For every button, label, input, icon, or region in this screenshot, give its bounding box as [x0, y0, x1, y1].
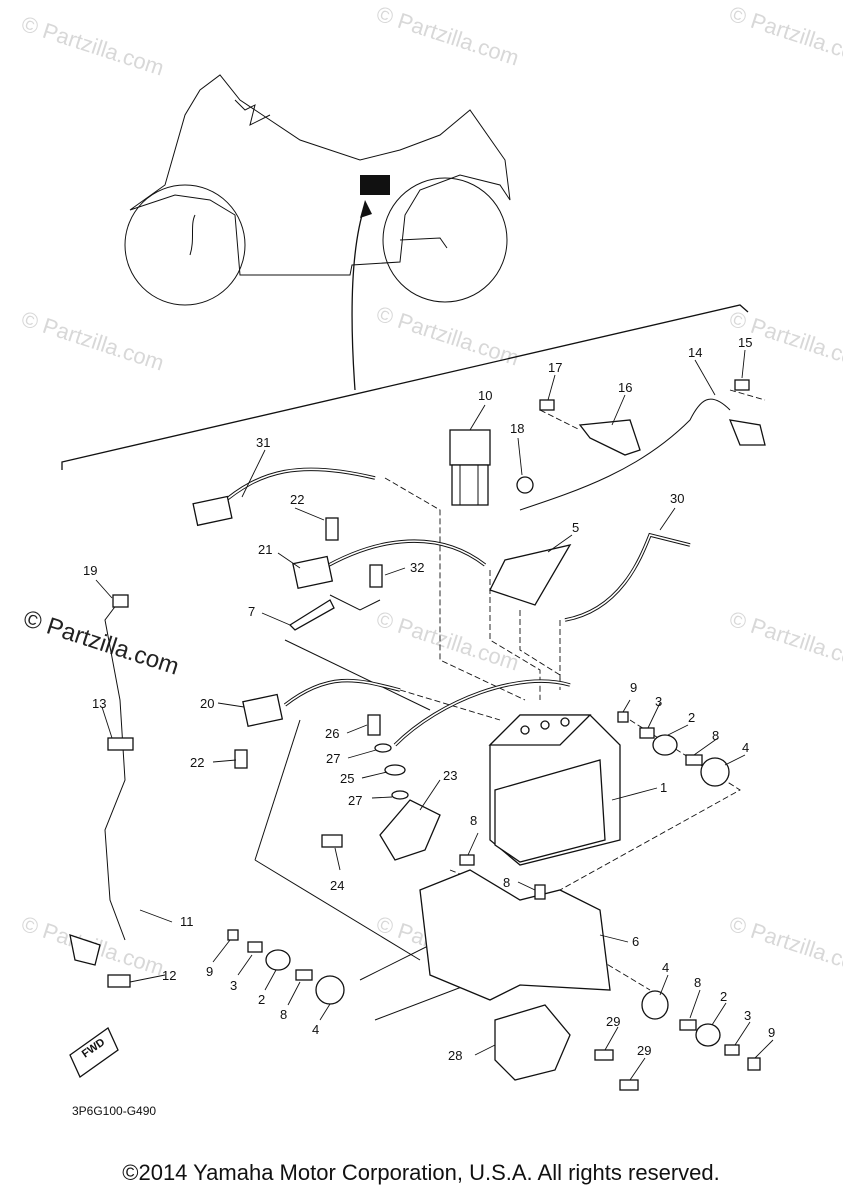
watermark-main: © Partzilla.com	[20, 605, 182, 681]
label-9-top: 9	[630, 680, 637, 695]
watermark: © Partzilla.com	[726, 606, 843, 676]
label-19: 19	[83, 563, 97, 578]
label-30: 30	[670, 491, 684, 506]
label-27-bottom: 27	[348, 793, 362, 808]
relay	[449, 429, 491, 506]
label-12: 12	[162, 968, 176, 983]
watermark: © Partzilla.com	[373, 1, 522, 71]
label-2-top: 2	[688, 710, 695, 725]
label-2-right: 2	[720, 989, 727, 1004]
label-13: 13	[92, 696, 106, 711]
hose-joint	[192, 495, 233, 527]
sensor-connector	[112, 594, 129, 608]
damper-set-right-lower	[641, 990, 761, 1071]
label-20: 20	[200, 696, 214, 711]
label-6: 6	[632, 934, 639, 949]
bolt	[367, 714, 381, 736]
label-8-top: 8	[712, 728, 719, 743]
label-29-bottom: 29	[637, 1043, 651, 1058]
label-3-top: 3	[655, 694, 662, 709]
label-16: 16	[618, 380, 632, 395]
label-7: 7	[248, 604, 255, 619]
watermark: © Partzilla.com	[726, 911, 843, 981]
abs-bracket	[419, 869, 611, 1001]
diagram-code: 3P6G100-G490	[72, 1104, 156, 1118]
watermark: © Partzilla.com	[726, 1, 843, 71]
parts: FWD	[69, 379, 766, 1091]
front-wheel-sensor	[69, 934, 101, 966]
label-5: 5	[572, 520, 579, 535]
bolt	[534, 884, 546, 900]
label-4-top: 4	[742, 740, 749, 755]
label-8-right: 8	[694, 975, 701, 990]
washer	[384, 764, 406, 776]
bolt	[594, 1049, 614, 1061]
label-4-left: 4	[312, 1022, 319, 1037]
brake-lines	[84, 398, 731, 946]
hose-clamp	[516, 476, 534, 494]
label-4-right: 4	[662, 960, 669, 975]
label-25: 25	[340, 771, 354, 786]
fwd-arrow-icon: FWD	[69, 1027, 119, 1078]
three-way-joint	[379, 799, 441, 861]
clamp	[107, 737, 134, 751]
label-3-left: 3	[230, 978, 237, 993]
label-18: 18	[510, 421, 524, 436]
label-9-left: 9	[206, 964, 213, 979]
bolt	[325, 517, 339, 541]
label-29-top: 29	[606, 1014, 620, 1029]
hose-joint	[242, 693, 284, 728]
stay	[288, 599, 335, 631]
bolt	[369, 564, 383, 588]
cover-plate	[489, 544, 572, 606]
label-8-mid: 8	[470, 813, 477, 828]
label-leaders	[95, 349, 774, 1081]
label-31: 31	[256, 435, 270, 450]
label-14: 14	[688, 345, 702, 360]
motorcycle-silhouette	[124, 74, 511, 391]
label-8-left: 8	[280, 1007, 287, 1022]
label-1: 1	[660, 780, 667, 795]
part-labels: 10 17 16 14 15 18 5 30 31 22 21 32 7 19 …	[83, 335, 775, 1063]
label-11: 11	[180, 914, 194, 929]
damper-set-right-upper	[617, 711, 730, 787]
washer	[374, 743, 392, 753]
label-10: 10	[478, 388, 492, 403]
joint-assembly	[494, 1004, 571, 1081]
label-9-right: 9	[768, 1025, 775, 1040]
label-22-bottom: 22	[190, 755, 204, 770]
bolt	[619, 1079, 639, 1091]
section-divider	[61, 304, 749, 470]
hose-joint	[292, 555, 334, 590]
label-28: 28	[448, 1048, 462, 1063]
watermark: © Partzilla.com	[373, 606, 522, 676]
label-32: 32	[410, 560, 424, 575]
bolt	[107, 974, 131, 988]
bolt	[459, 854, 475, 866]
label-23: 23	[443, 768, 457, 783]
bolt	[234, 749, 248, 769]
watermark: © Partzilla.com	[18, 11, 167, 81]
label-22-top: 22	[290, 492, 304, 507]
label-24: 24	[330, 878, 344, 893]
damper-set-left-lower	[227, 929, 345, 1005]
label-3-right: 3	[744, 1008, 751, 1023]
copyright-notice: ©2014 Yamaha Motor Corporation, U.S.A. A…	[122, 1160, 719, 1185]
label-8-lower: 8	[503, 875, 510, 890]
bolt	[539, 399, 555, 411]
label-15: 15	[738, 335, 752, 350]
watermark: © Partzilla.com	[18, 306, 167, 376]
bolt	[734, 379, 750, 391]
label-21: 21	[258, 542, 272, 557]
rear-wheel-sensor	[728, 419, 766, 446]
label-27-top: 27	[326, 751, 340, 766]
bolt	[321, 834, 343, 848]
label-26: 26	[325, 726, 339, 741]
abs-hydraulic-unit	[488, 714, 621, 866]
label-2-left: 2	[258, 992, 265, 1007]
sensor-bracket	[578, 419, 641, 456]
label-17: 17	[548, 360, 562, 375]
washer	[391, 790, 409, 800]
